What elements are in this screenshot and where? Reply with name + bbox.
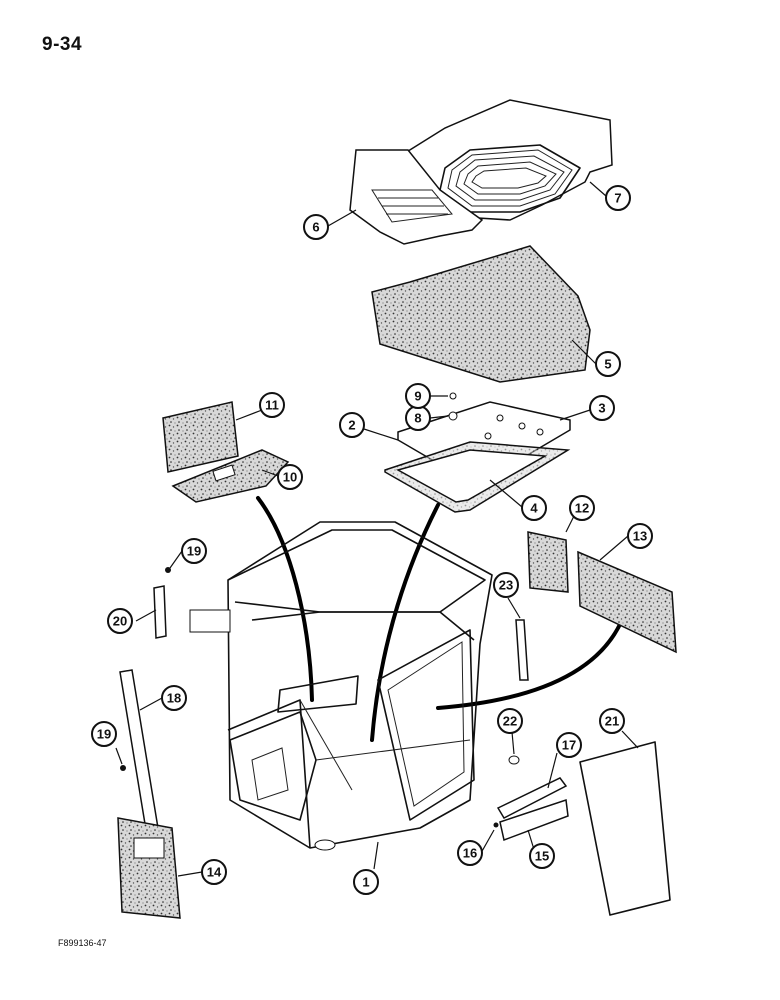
callout-2: 2 <box>339 412 365 438</box>
svg-text:16: 16 <box>463 846 477 861</box>
part-9-bolt <box>449 392 457 400</box>
callout-12: 12 <box>569 495 595 521</box>
svg-text:3: 3 <box>598 401 605 416</box>
svg-text:8: 8 <box>414 411 421 426</box>
callout-18: 18 <box>161 685 187 711</box>
page-number: 9-34 <box>42 34 83 55</box>
part-18-strip <box>119 669 159 831</box>
callout-14: 14 <box>201 859 227 885</box>
part-15-rail <box>499 798 569 842</box>
callout-8: 8 <box>405 405 431 431</box>
callout-21: 21 <box>599 708 625 734</box>
callout-6: 6 <box>303 214 329 240</box>
part-4-gasket <box>384 441 571 513</box>
svg-text:17: 17 <box>562 738 576 753</box>
svg-text:22: 22 <box>503 714 517 729</box>
svg-text:4: 4 <box>530 501 538 516</box>
svg-text:15: 15 <box>535 849 549 864</box>
callout-5: 5 <box>595 351 621 377</box>
part-23-strip <box>515 619 529 681</box>
callout-1: 1 <box>353 869 379 895</box>
part-8-washer <box>448 411 458 421</box>
part-19-screw-lower <box>120 765 126 771</box>
svg-text:5: 5 <box>604 357 611 372</box>
part-1-cab-frame <box>189 521 493 851</box>
callout-11: 11 <box>259 392 285 418</box>
part-12-panel <box>527 531 569 593</box>
svg-text:14: 14 <box>207 865 222 880</box>
figure-code: F899136-47 <box>58 938 107 948</box>
svg-text:2: 2 <box>348 418 355 433</box>
svg-text:19: 19 <box>187 544 201 559</box>
callout-13: 13 <box>627 523 653 549</box>
svg-text:13: 13 <box>633 529 647 544</box>
svg-text:23: 23 <box>499 578 513 593</box>
callout-22: 22 <box>497 708 523 734</box>
callout-9: 9 <box>405 383 431 409</box>
svg-text:19: 19 <box>97 727 111 742</box>
callout-15: 15 <box>529 843 555 869</box>
callout-4: 4 <box>521 495 547 521</box>
callout-19-upper: 19 <box>181 538 207 564</box>
callout-10: 10 <box>277 464 303 490</box>
callout-23: 23 <box>493 572 519 598</box>
svg-text:7: 7 <box>614 191 621 206</box>
svg-text:1: 1 <box>362 875 369 890</box>
callout-7: 7 <box>605 185 631 211</box>
part-6-step-mat <box>349 149 484 245</box>
svg-text:20: 20 <box>113 614 127 629</box>
part-17-rail <box>496 777 568 819</box>
callout-19-lower: 19 <box>91 721 117 747</box>
callout-3: 3 <box>589 395 615 421</box>
assembly-routing-lines <box>256 496 624 742</box>
svg-text:18: 18 <box>167 691 181 706</box>
svg-text:11: 11 <box>265 398 279 413</box>
part-14-panel <box>117 817 181 919</box>
svg-text:12: 12 <box>575 501 589 516</box>
part-16-screw <box>493 822 499 828</box>
svg-text:6: 6 <box>312 220 319 235</box>
callout-17: 17 <box>556 732 582 758</box>
part-11-panel <box>162 401 239 473</box>
part-10-plate <box>171 449 290 503</box>
callout-16: 16 <box>457 840 483 866</box>
part-19-screw-upper <box>165 567 171 573</box>
part-20-strip <box>153 585 167 639</box>
part-5-insulation-mat <box>371 245 591 383</box>
svg-text:10: 10 <box>283 470 297 485</box>
part-13-panel <box>577 550 677 654</box>
part-21-glass <box>579 741 671 916</box>
callout-20: 20 <box>107 608 133 634</box>
svg-text:21: 21 <box>605 714 619 729</box>
leader-lines <box>115 181 639 877</box>
svg-text:9: 9 <box>414 389 421 404</box>
part-22-plug <box>508 755 520 765</box>
